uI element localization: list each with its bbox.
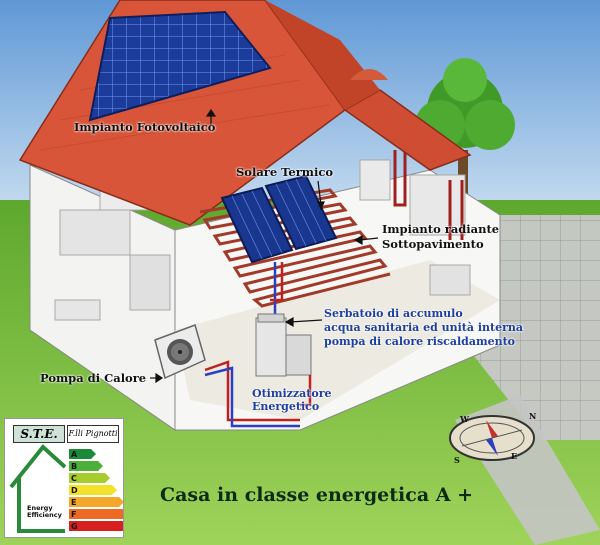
wall-pipes <box>393 150 464 240</box>
label-fotovoltaico: Impianto Fotovoltaico <box>74 120 216 134</box>
energy-class-bar-b <box>69 461 103 471</box>
label-solare-termico: Solare Termico <box>236 165 333 179</box>
label-otimizzatore-2: Energetico <box>252 400 320 413</box>
logo-brand: S.T.E. <box>13 425 65 443</box>
energy-class-bar-d <box>69 485 117 495</box>
energy-class-bar-a <box>69 449 96 459</box>
logo-name: F.lli Pignotti <box>67 425 119 443</box>
floor-pipes <box>204 360 312 428</box>
label-serbatoio-2: acqua sanitaria ed unità interna <box>324 321 524 334</box>
energy-class-bar-c <box>69 473 110 483</box>
leader-lines <box>150 108 379 384</box>
compass-w: W <box>460 414 469 424</box>
indoor-unit <box>285 334 312 376</box>
interior-floor <box>175 260 500 420</box>
solar-thermal-collectors <box>220 174 338 264</box>
label-radiante-2: Sottopavimento <box>382 237 484 251</box>
energy-class-label: E <box>71 498 76 507</box>
label-serbatoio-3: pompa di calore riscaldamento <box>324 335 516 348</box>
energy-class-label: D <box>71 486 78 495</box>
compass-n: N <box>529 411 537 421</box>
roof-dome <box>350 69 388 80</box>
energy-class-label: G <box>71 522 78 531</box>
energy-class-bar-f <box>69 509 123 519</box>
label-pompa: Pompa di Calore <box>40 371 147 385</box>
energy-class-bar-g <box>69 521 123 531</box>
compass-s: S <box>454 455 460 465</box>
label-serbatoio-1: Serbatoio di accumulo <box>324 307 463 320</box>
roof-right <box>343 89 472 171</box>
roof-back <box>265 0 380 110</box>
energy-class-label: B <box>71 462 77 471</box>
energy-class-bar-e <box>69 497 123 507</box>
page-title: Casa in classe energetica A + <box>160 484 474 506</box>
compass-rose <box>449 415 535 461</box>
label-otimizzatore-1: Otimizzatore <box>252 387 332 400</box>
photovoltaic-panel <box>88 10 272 122</box>
energy-class-label: C <box>71 474 77 483</box>
label-radiante-1: Impianto radiante <box>382 222 500 236</box>
compass-e: E <box>511 451 518 461</box>
storage-tank <box>255 313 287 377</box>
energy-class-label: F <box>71 510 76 519</box>
heat-pump-unit <box>154 324 206 380</box>
energy-class-label: A <box>71 450 78 459</box>
logo-caption: Energy Efficiency <box>27 504 62 520</box>
